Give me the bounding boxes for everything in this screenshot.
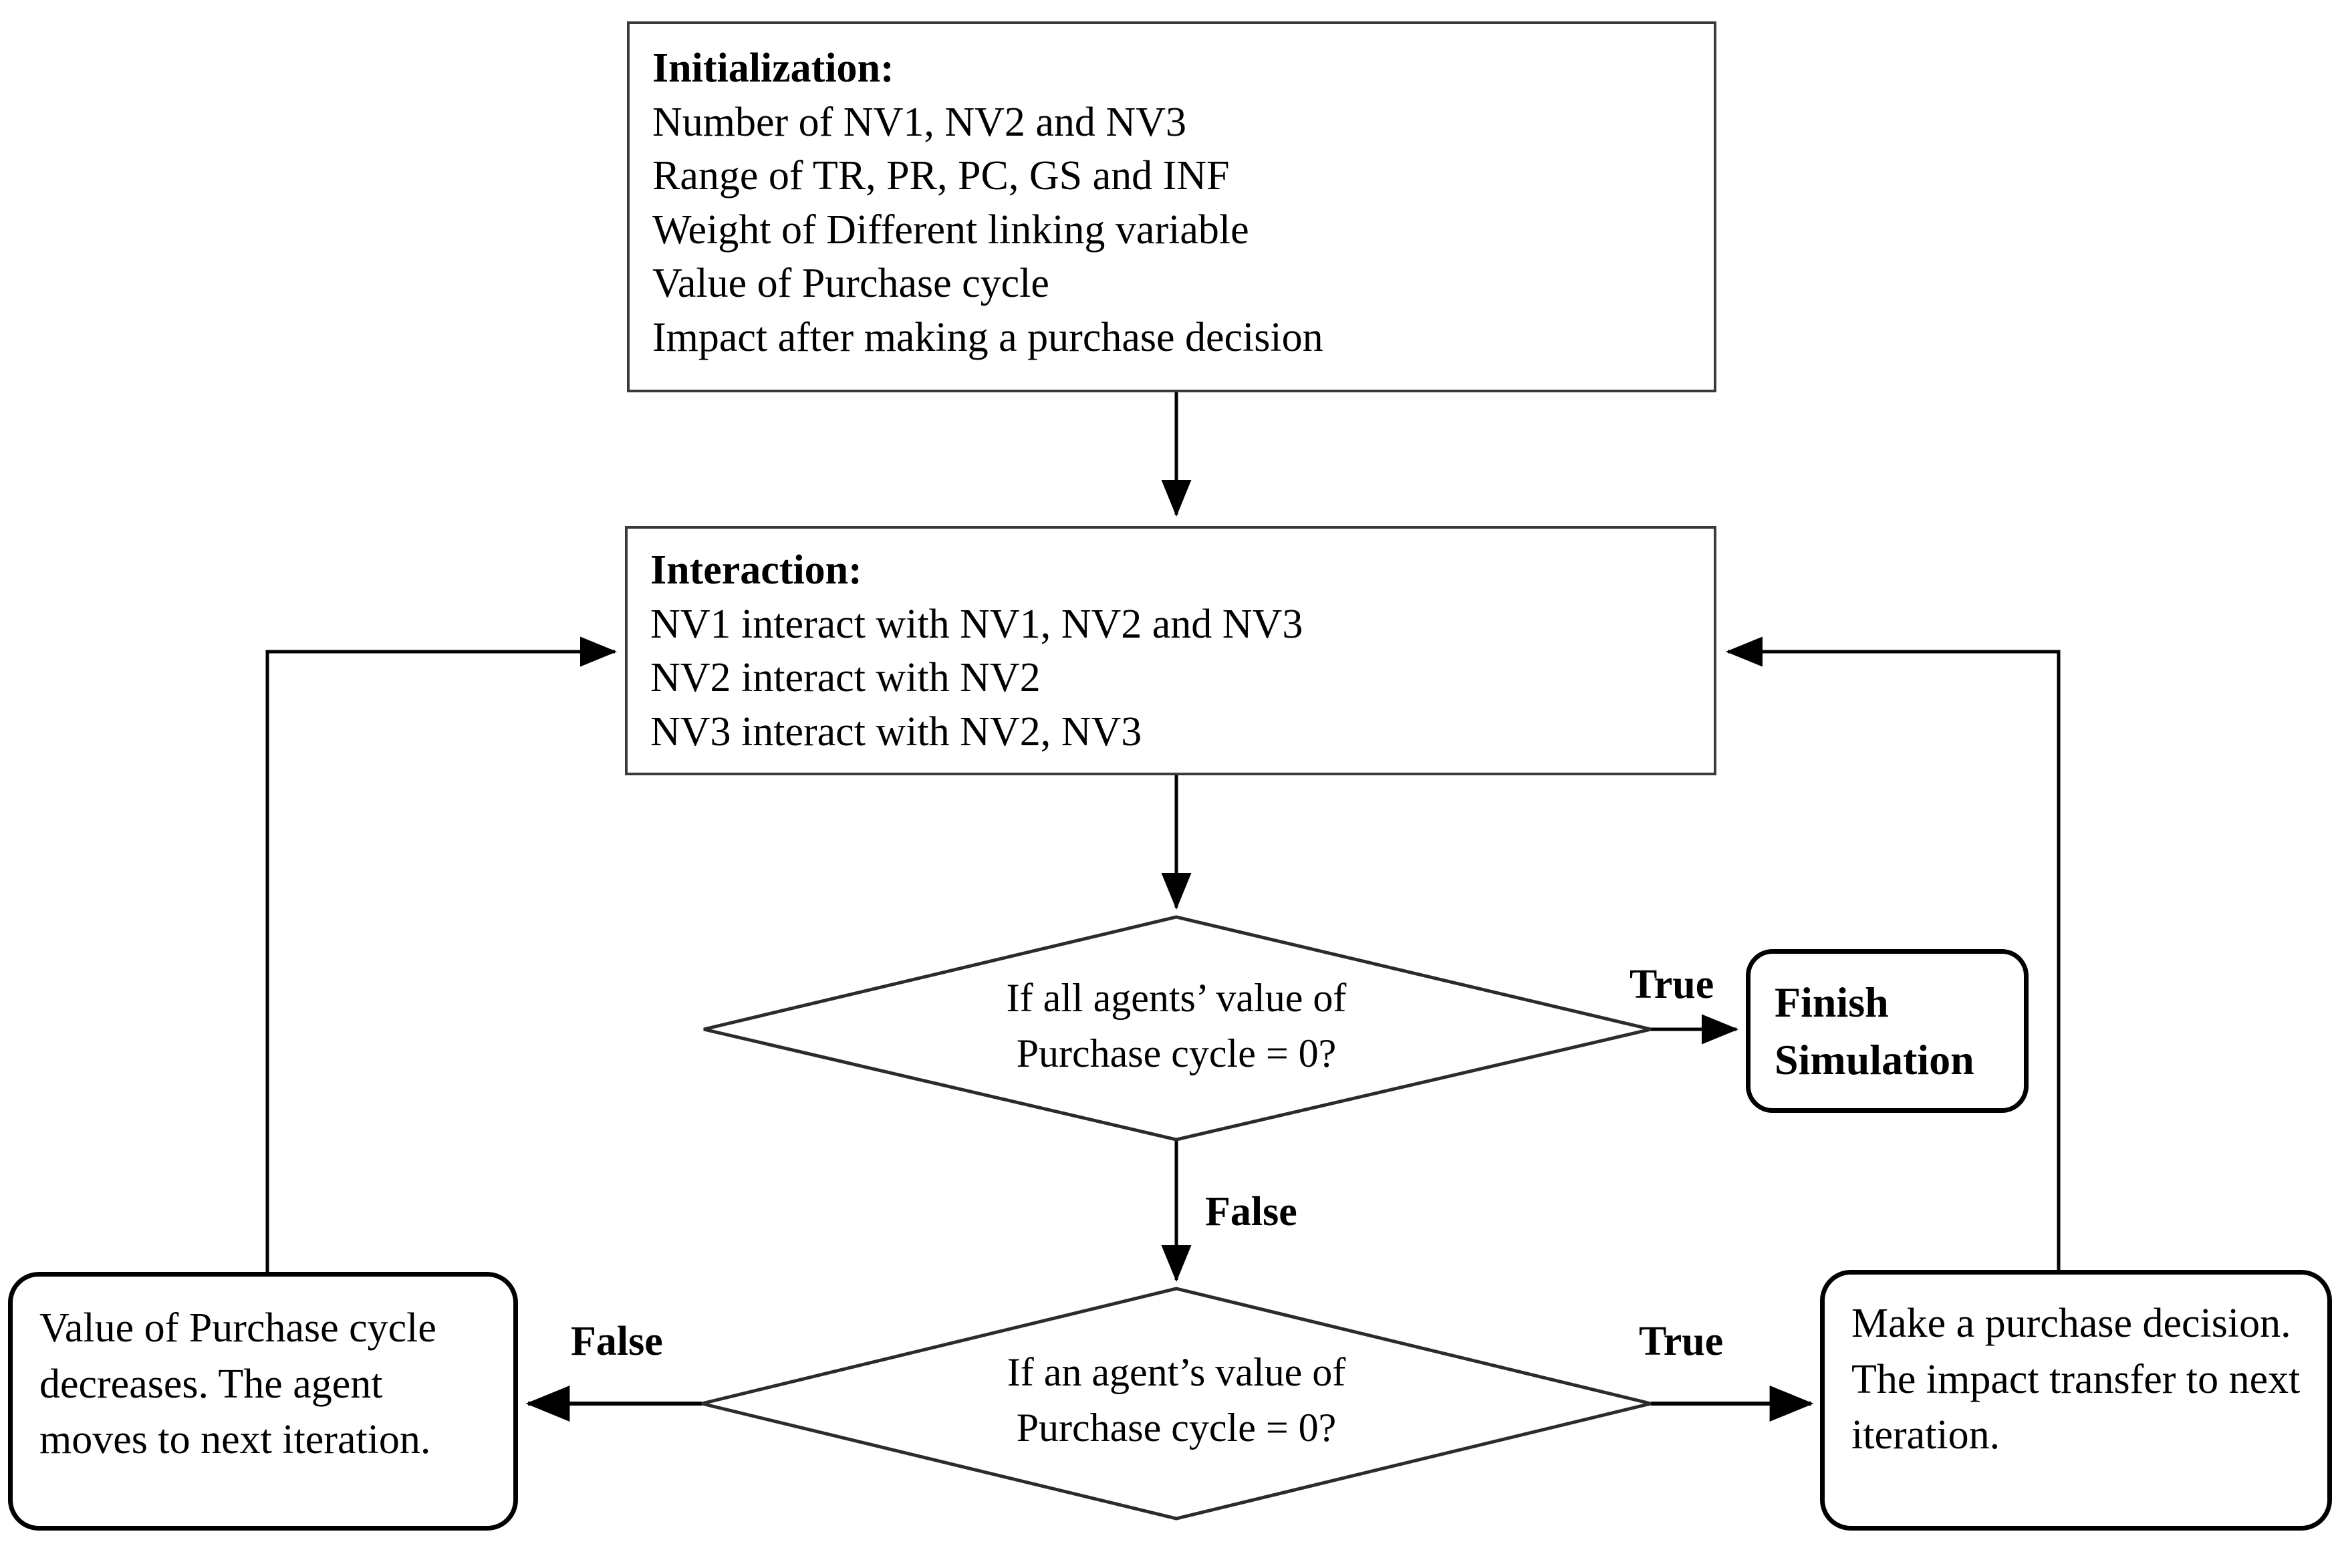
make-purchase-body: Make a purchase decision. The impact tra… — [1825, 1275, 2327, 1464]
finish-simulation-line-1: Finish — [1775, 978, 1889, 1026]
interaction-line-3: NV3 interact with NV2, NV3 — [650, 708, 1142, 755]
initialization-heading: Initialization: — [652, 45, 894, 91]
edge-label-decision1-false: False — [1205, 1189, 1297, 1234]
decrease-cycle-body: Value of Purchase cycle decreases. The a… — [13, 1277, 513, 1468]
decision-all-agents-label[interactable]: If all agents’ value of Purchase cycle =… — [869, 970, 1484, 1081]
decision-one-agent-line-2: Purchase cycle = 0? — [1016, 1405, 1337, 1450]
initialization-line-1: Number of NV1, NV2 and NV3 — [652, 99, 1186, 145]
decision-one-agent-line-1: If an agent’s value of — [1007, 1350, 1346, 1394]
interaction-body: Interaction: NV1 interact with NV1, NV2 … — [628, 529, 1714, 776]
decision-all-agents-line-2: Purchase cycle = 0? — [1016, 1031, 1337, 1075]
make-purchase-line-2: The impact transfer to next iteration. — [1851, 1356, 2301, 1458]
initialization-box[interactable]: Initialization: Number of NV1, NV2 and N… — [627, 21, 1716, 392]
interaction-line-2: NV2 interact with NV2 — [650, 655, 1041, 701]
decrease-cycle-text: Value of Purchase cycle decreases. The a… — [39, 1305, 436, 1463]
interaction-heading: Interaction: — [650, 547, 862, 593]
decision-all-agents-line-1: If all agents’ value of — [1006, 976, 1347, 1020]
edge-label-decision1-true: True — [1630, 962, 1714, 1007]
edge-label-decision2-false: False — [571, 1319, 663, 1364]
make-purchase-line-1: Make a purchase decision. — [1851, 1301, 2291, 1346]
initialization-body: Initialization: Number of NV1, NV2 and N… — [630, 24, 1714, 382]
initialization-line-3: Weight of Different linking variable — [652, 207, 1249, 253]
decision-one-agent-label[interactable]: If an agent’s value of Purchase cycle = … — [869, 1345, 1484, 1456]
make-purchase-box[interactable]: Make a purchase decision. The impact tra… — [1820, 1270, 2332, 1531]
initialization-line-2: Range of TR, PR, PC, GS and INF — [652, 153, 1230, 199]
edge-label-decision2-true: True — [1639, 1319, 1724, 1364]
finish-simulation-line-2: Simulation — [1775, 1036, 1974, 1084]
decrease-cycle-box[interactable]: Value of Purchase cycle decreases. The a… — [8, 1272, 518, 1531]
interaction-box[interactable]: Interaction: NV1 interact with NV1, NV2 … — [625, 526, 1716, 775]
interaction-line-1: NV1 interact with NV1, NV2 and NV3 — [650, 601, 1303, 647]
initialization-line-5: Impact after making a purchase decision — [652, 314, 1323, 360]
finish-simulation-body: Finish Simulation — [1750, 954, 2024, 1109]
edge-decrease-loop-to-interaction — [265, 636, 618, 1272]
initialization-line-4: Value of Purchase cycle — [652, 261, 1049, 307]
finish-simulation-box[interactable]: Finish Simulation — [1746, 949, 2029, 1113]
